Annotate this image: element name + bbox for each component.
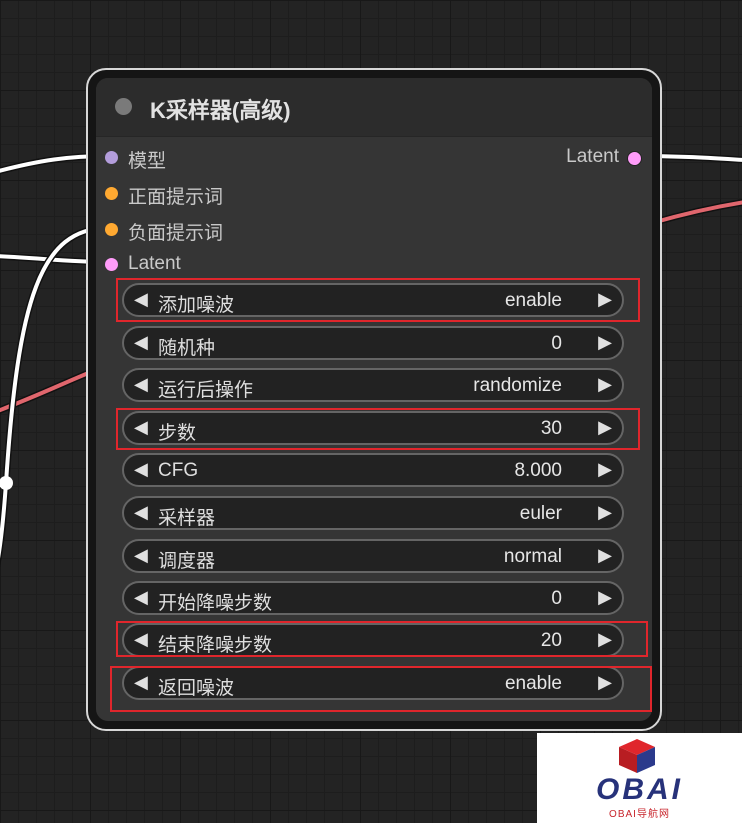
- widget-value[interactable]: normal: [503, 546, 562, 567]
- increment-arrow-icon[interactable]: ▶: [598, 417, 612, 437]
- widget-value[interactable]: 20: [540, 630, 562, 651]
- widget-value[interactable]: 8.000: [514, 460, 562, 481]
- decrement-arrow-icon[interactable]: ◀: [134, 629, 148, 649]
- input-dot-icon[interactable]: [105, 258, 118, 271]
- widget-seed[interactable]: ◀ 随机种 0 ▶: [122, 326, 624, 360]
- widget-label: 添加噪波: [158, 295, 235, 316]
- increment-arrow-icon[interactable]: ▶: [598, 545, 612, 565]
- widget-value[interactable]: enable: [504, 673, 562, 694]
- decrement-arrow-icon[interactable]: ◀: [134, 417, 148, 437]
- widget-sampler[interactable]: ◀ 采样器 euler ▶: [122, 496, 624, 530]
- widget-label: 运行后操作: [158, 380, 254, 401]
- node-title: K采样器(高级): [150, 98, 291, 123]
- highlight-box-return-noise: [110, 666, 652, 712]
- widget-value[interactable]: enable: [504, 290, 562, 311]
- input-dot-icon[interactable]: [105, 151, 118, 164]
- node-title-bar[interactable]: K采样器(高级): [96, 78, 652, 137]
- decrement-arrow-icon[interactable]: ◀: [134, 459, 148, 479]
- widget-steps[interactable]: ◀ 步数 30 ▶: [122, 411, 624, 445]
- decrement-arrow-icon[interactable]: ◀: [134, 374, 148, 394]
- decrement-arrow-icon[interactable]: ◀: [134, 672, 148, 692]
- widget-control-after-generate[interactable]: ◀ 运行后操作 randomize ▶: [122, 368, 624, 402]
- increment-arrow-icon[interactable]: ▶: [598, 672, 612, 692]
- input-dot-icon[interactable]: [105, 187, 118, 200]
- increment-arrow-icon[interactable]: ▶: [598, 289, 612, 309]
- widget-label: 开始降噪步数: [158, 593, 273, 614]
- decrement-arrow-icon[interactable]: ◀: [134, 502, 148, 522]
- widget-label: CFG: [158, 460, 199, 481]
- increment-arrow-icon[interactable]: ▶: [598, 459, 612, 479]
- increment-arrow-icon[interactable]: ▶: [598, 374, 612, 394]
- increment-arrow-icon[interactable]: ▶: [598, 502, 612, 522]
- widget-label: 步数: [158, 423, 197, 444]
- input-label: 正面提示词: [128, 187, 224, 208]
- widget-label: 结束降噪步数: [158, 635, 273, 656]
- highlight-box-add-noise: [116, 278, 640, 322]
- decrement-arrow-icon[interactable]: ◀: [134, 289, 148, 309]
- cube-icon: [619, 739, 655, 773]
- decrement-arrow-icon[interactable]: ◀: [134, 332, 148, 352]
- highlight-box-end-step: [116, 621, 648, 657]
- widget-label: 采样器: [158, 508, 216, 529]
- widget-add-noise[interactable]: ◀ 添加噪波 enable ▶: [122, 283, 624, 317]
- widget-scheduler[interactable]: ◀ 调度器 normal ▶: [122, 539, 624, 573]
- input-dot-icon[interactable]: [105, 223, 118, 236]
- widget-value[interactable]: 30: [540, 418, 562, 439]
- highlight-box-steps: [116, 408, 640, 450]
- widget-end-step[interactable]: ◀ 结束降噪步数 20 ▶: [122, 623, 624, 657]
- widget-cfg[interactable]: ◀ CFG 8.000 ▶: [122, 453, 624, 487]
- watermark-logo: OBAI OBAI导航网: [537, 733, 742, 823]
- widget-label: 返回噪波: [158, 678, 235, 699]
- collapse-dot-icon[interactable]: [115, 98, 132, 115]
- widget-value[interactable]: euler: [519, 503, 562, 524]
- decrement-arrow-icon[interactable]: ◀: [134, 545, 148, 565]
- output-label: Latent: [566, 146, 619, 167]
- output-dot-icon[interactable]: [627, 151, 642, 166]
- widget-label: 调度器: [158, 551, 216, 572]
- widget-label: 随机种: [158, 338, 216, 359]
- watermark-text: OBAI: [596, 773, 683, 806]
- decrement-arrow-icon[interactable]: ◀: [134, 587, 148, 607]
- increment-arrow-icon[interactable]: ▶: [598, 629, 612, 649]
- watermark-subtitle: OBAI导航网: [609, 809, 670, 820]
- increment-arrow-icon[interactable]: ▶: [598, 587, 612, 607]
- widget-value[interactable]: 0: [551, 333, 562, 354]
- input-label: Latent: [128, 253, 181, 274]
- widget-value[interactable]: randomize: [473, 375, 562, 396]
- input-label: 负面提示词: [128, 223, 224, 244]
- input-label: 模型: [128, 151, 167, 172]
- widget-start-step[interactable]: ◀ 开始降噪步数 0 ▶: [122, 581, 624, 615]
- increment-arrow-icon[interactable]: ▶: [598, 332, 612, 352]
- widget-value[interactable]: 0: [551, 588, 562, 609]
